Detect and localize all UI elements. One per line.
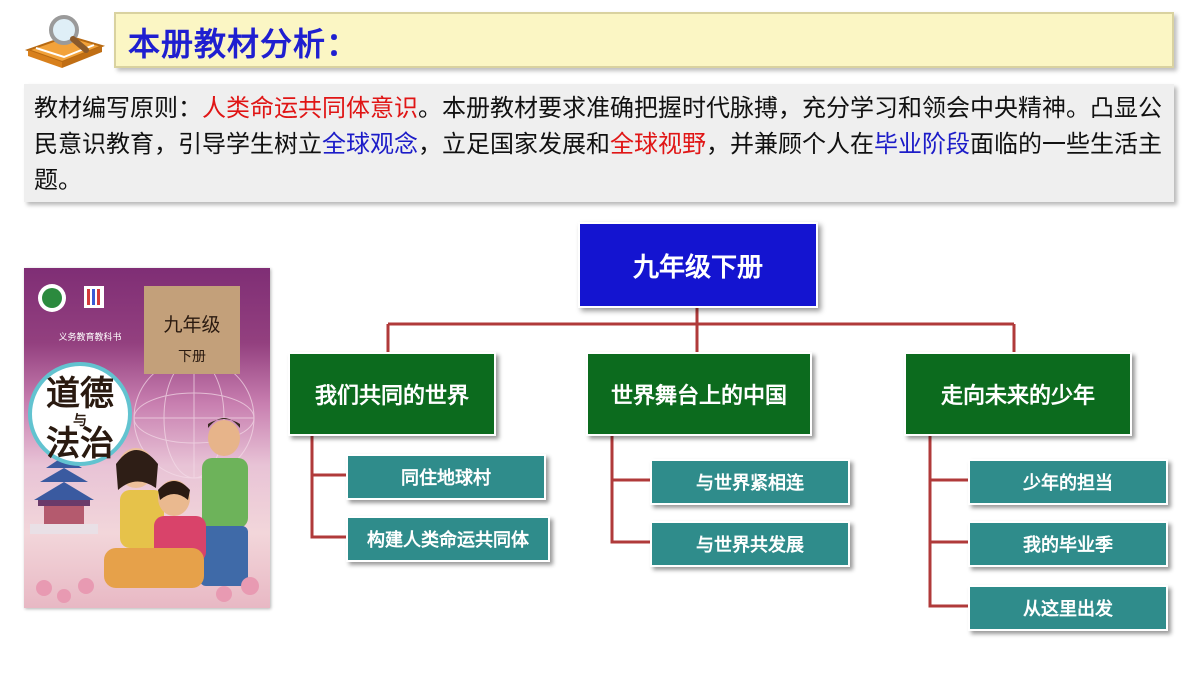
lesson-node: 与世界共发展 [650,521,850,567]
unit-node-3: 走向未来的少年 [904,352,1132,436]
unit-node-1: 我们共同的世界 [288,352,496,436]
intro-segment: 。本册教材要求准确把握时代脉搏，充分学习和领会中央精神。凸显公民意识教育，引导学… [34,94,1162,158]
textbook-cover-image: 九年级 下册 义务教育教科书 道德 与 法治 [24,268,270,608]
lesson-node: 从这里出发 [968,585,1168,631]
book-title-line2: 法治 [46,424,114,464]
book-volume: 下册 [178,349,206,365]
intro-segment: 面临的一些生活主题。 [34,130,1162,194]
intro-highlight: 全球观念 [322,130,418,158]
intro-paragraph: 教材编写原则：人类命运共同体意识。本册教材要求准确把握时代脉搏，充分学习和领会中… [34,90,1164,198]
book-title-mid: 与 [73,413,87,429]
intro-highlight: 全球视野 [610,130,706,158]
magnifier-book-icon [24,12,106,68]
intro-segment: ，并兼顾个人在 [706,130,874,158]
intro-panel: 教材编写原则：人类命运共同体意识。本册教材要求准确把握时代脉搏，充分学习和领会中… [24,84,1174,202]
page-title: 本册教材分析： [128,25,360,63]
lesson-node: 同住地球村 [346,454,546,500]
title-bar: 本册教材分析： [114,12,1174,68]
book-series-label: 义务教育教科书 [58,333,122,343]
unit-node-2: 世界舞台上的中国 [586,352,812,436]
root-node-grade9-volume2: 九年级下册 [578,222,818,308]
intro-highlight: 人类命运共同体意识 [202,94,418,122]
lesson-node: 构建人类命运共同体 [346,516,550,562]
intro-segment: 教材编写原则： [34,94,202,122]
lesson-node: 我的毕业季 [968,521,1168,567]
book-grade: 九年级 [163,314,221,336]
intro-highlight: 毕业阶段 [874,130,970,158]
lesson-node: 与世界紧相连 [650,459,850,505]
lesson-node: 少年的担当 [968,459,1168,505]
book-title-line1: 道德 [46,374,114,414]
intro-segment: ，立足国家发展和 [418,130,610,158]
